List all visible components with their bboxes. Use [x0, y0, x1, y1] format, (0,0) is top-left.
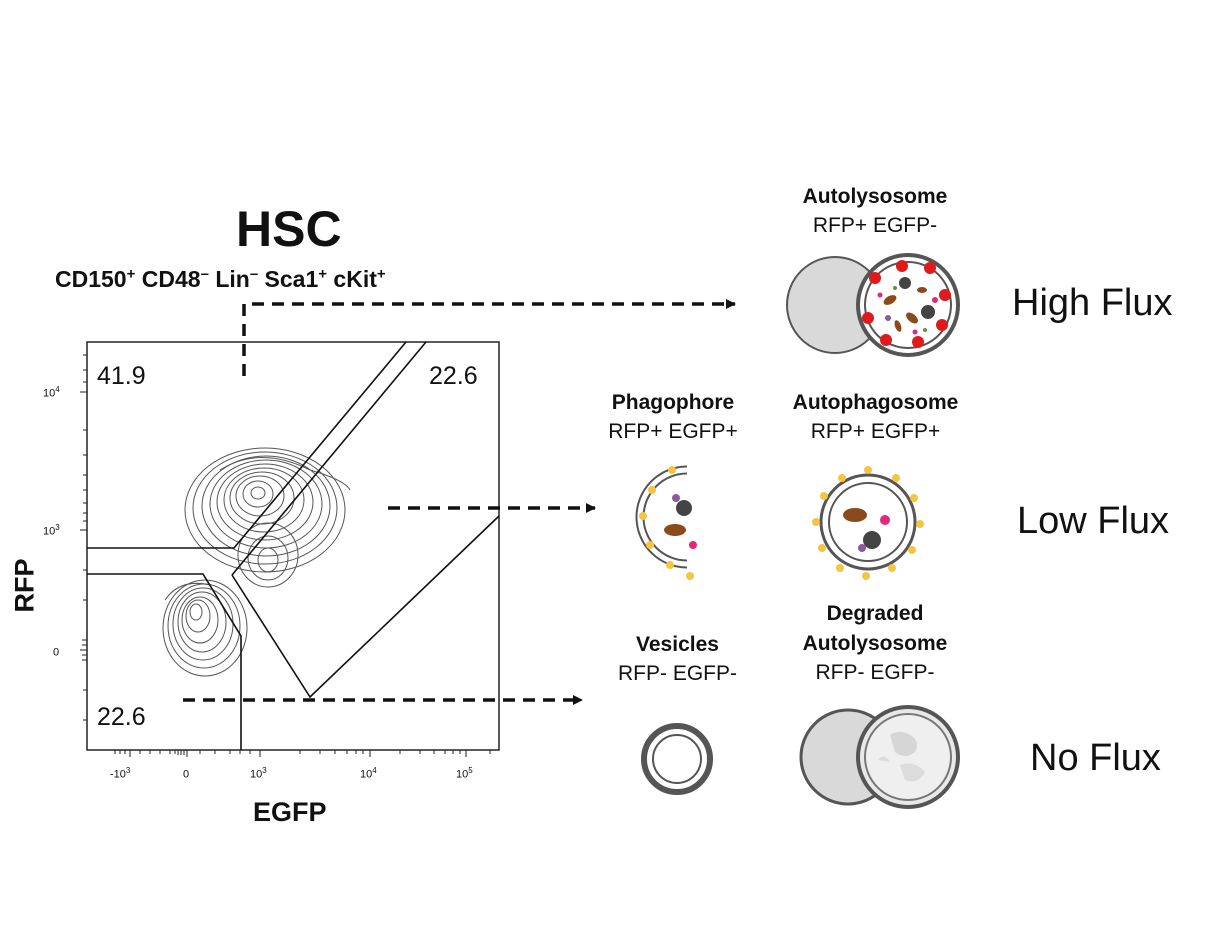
x-axis-ticks — [114, 750, 491, 757]
gate-right-edge — [231, 515, 500, 699]
contour-cluster-bottom — [162, 579, 248, 677]
marker-ckit: cKit+ — [333, 265, 386, 292]
x-tick-label: 105 — [456, 766, 473, 781]
marker-lin: Lin– — [215, 265, 259, 292]
y-tick-label: 104 — [43, 385, 60, 400]
gate-lower-left-edge — [87, 573, 242, 750]
y-axis-label: RFP — [9, 558, 40, 613]
quadrant-value-top-right: 22.6 — [429, 362, 478, 390]
caption-vesicles: Vesicles RFP- EGFP- — [618, 633, 737, 685]
gate-upper-right-edge — [231, 341, 427, 576]
x-axis-label: EGFP — [253, 797, 327, 827]
y-axis-ticks — [80, 354, 87, 721]
x-tick-label: 103 — [250, 766, 267, 781]
flux-label-high: High Flux — [1012, 282, 1173, 324]
quadrant-value-bottom-left: 22.6 — [97, 703, 146, 731]
contour-cluster-top — [184, 447, 351, 588]
autophagosome-illustration — [812, 466, 924, 580]
marker-cd150: CD150+ — [55, 265, 136, 292]
plot-frame — [86, 341, 500, 751]
marker-line: CD150+ CD48– Lin– Sca1+ cKit+ — [55, 265, 386, 293]
vesicles-illustration — [641, 723, 713, 795]
flux-label-low: Low Flux — [1017, 500, 1170, 542]
arrow-high-flux — [242, 299, 736, 376]
degraded-autolysosome-illustration — [799, 705, 960, 809]
x-tick-label: 0 — [183, 768, 190, 781]
y-tick-label: 0 — [53, 646, 60, 659]
caption-degraded-autolysosome: Degraded Autolysosome RFP- EGFP- — [802, 602, 948, 684]
gate-upper-left-edge — [87, 341, 407, 549]
flux-label-none: No Flux — [1030, 737, 1161, 779]
contour-density — [162, 447, 351, 677]
y-tick-label: 103 — [43, 523, 60, 538]
marker-cd48: CD48– — [141, 265, 209, 292]
autolysosome-illustration — [786, 253, 960, 357]
arrows — [183, 299, 736, 705]
caption-autolysosome: Autolysosome RFP+ EGFP- — [802, 185, 948, 237]
quadrant-value-top-left: 41.9 — [97, 362, 146, 390]
phagophore-illustration — [635, 465, 697, 580]
caption-autophagosome: Autophagosome RFP+ EGFP+ — [792, 391, 959, 443]
x-tick-label: 104 — [360, 766, 377, 781]
caption-phagophore: Phagophore RFP+ EGFP+ — [608, 391, 738, 443]
page-title: HSC — [236, 201, 342, 257]
x-tick-label: -103 — [110, 766, 131, 781]
gates — [87, 341, 500, 750]
marker-sca1: Sca1+ — [264, 265, 328, 292]
